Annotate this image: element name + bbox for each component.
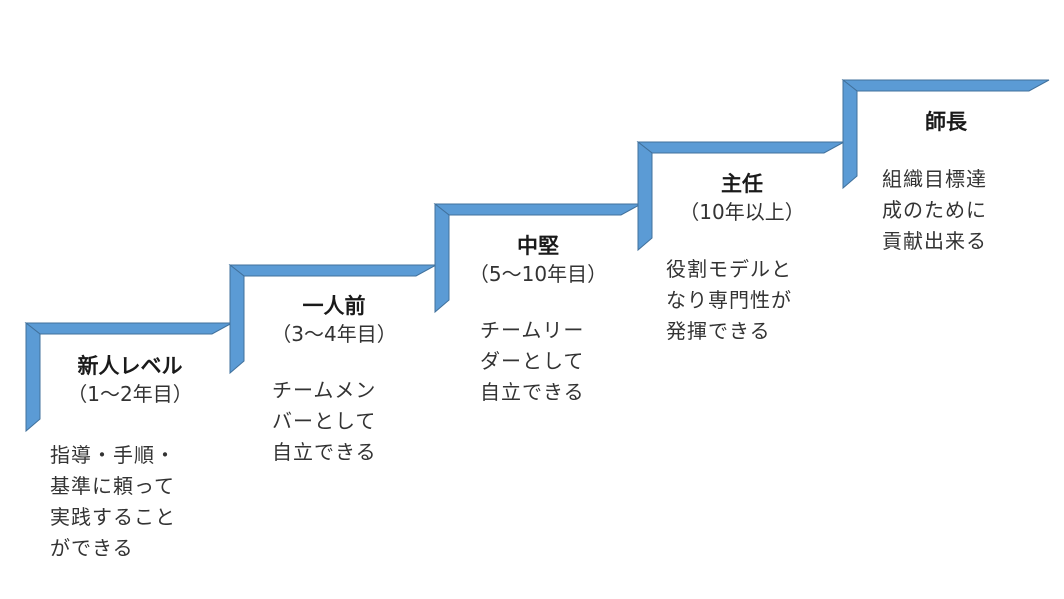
stage-4-description: 役割モデルと なり専門性が 発揮できる: [666, 254, 792, 347]
step-5-tread: [841, 79, 1050, 92]
stage-4-years: （10年以上）: [679, 200, 805, 224]
stage-1-desc-line: 実践すること: [50, 505, 176, 529]
stage-1-title: 新人レベル: [77, 354, 183, 378]
step-2-riser: [229, 263, 245, 375]
stage-5-desc-line: 成のために: [882, 198, 987, 222]
stage-3-years: （5～10年目）: [468, 262, 608, 286]
step-1-riser: [25, 321, 41, 433]
stage-1-desc-line: ができる: [50, 536, 134, 560]
stage-1-header: 新人レベル （1～2年目）: [40, 352, 220, 408]
stage-4-desc-line: なり専門性が: [666, 288, 792, 312]
stage-4-desc-line: 発揮できる: [666, 319, 771, 343]
step-4-tread: [636, 141, 845, 154]
stage-5-title: 師長: [925, 110, 967, 134]
stage-5-header: 師長: [856, 108, 1036, 136]
step-2-tread: [228, 264, 437, 277]
stage-5-desc-line: 貢献出来る: [882, 229, 987, 253]
step-3-tread: [433, 203, 642, 216]
stage-5-description: 組織目標達 成のために 貢献出来る: [882, 164, 987, 257]
stage-4-header: 主任 （10年以上）: [652, 170, 832, 226]
stage-2-desc-line: バーとして: [272, 409, 377, 433]
stage-1-description: 指導・手順・ 基準に頼って 実践すること ができる: [50, 440, 176, 564]
stage-1-years: （1～2年目）: [67, 382, 193, 406]
stage-2-years: （3～4年目）: [271, 322, 397, 346]
stage-3-desc-line: ダーとして: [480, 349, 585, 373]
step-1-tread: [24, 322, 233, 335]
stage-3-description: チームリー ダーとして 自立できる: [480, 315, 585, 408]
stage-3-title: 中堅: [517, 234, 559, 258]
stage-4-desc-line: 役割モデルと: [666, 257, 792, 281]
stage-3-desc-line: 自立できる: [480, 380, 585, 404]
stage-2-title: 一人前: [302, 294, 366, 318]
step-5-riser: [842, 78, 858, 190]
step-3-riser: [434, 202, 450, 314]
stage-5-desc-line: 組織目標達: [882, 167, 987, 191]
stage-4-title: 主任: [721, 172, 763, 196]
stage-2-description: チームメン バーとして 自立できる: [272, 375, 377, 468]
stage-1-desc-line: 指導・手順・: [50, 443, 176, 467]
stage-3-desc-line: チームリー: [480, 318, 585, 342]
stage-2-header: 一人前 （3～4年目）: [244, 292, 424, 348]
step-4-riser: [637, 140, 653, 252]
stage-2-desc-line: 自立できる: [272, 440, 377, 464]
stage-1-desc-line: 基準に頼って: [50, 474, 175, 498]
stage-3-header: 中堅 （5～10年目）: [448, 232, 628, 288]
stage-2-desc-line: チームメン: [272, 378, 377, 402]
